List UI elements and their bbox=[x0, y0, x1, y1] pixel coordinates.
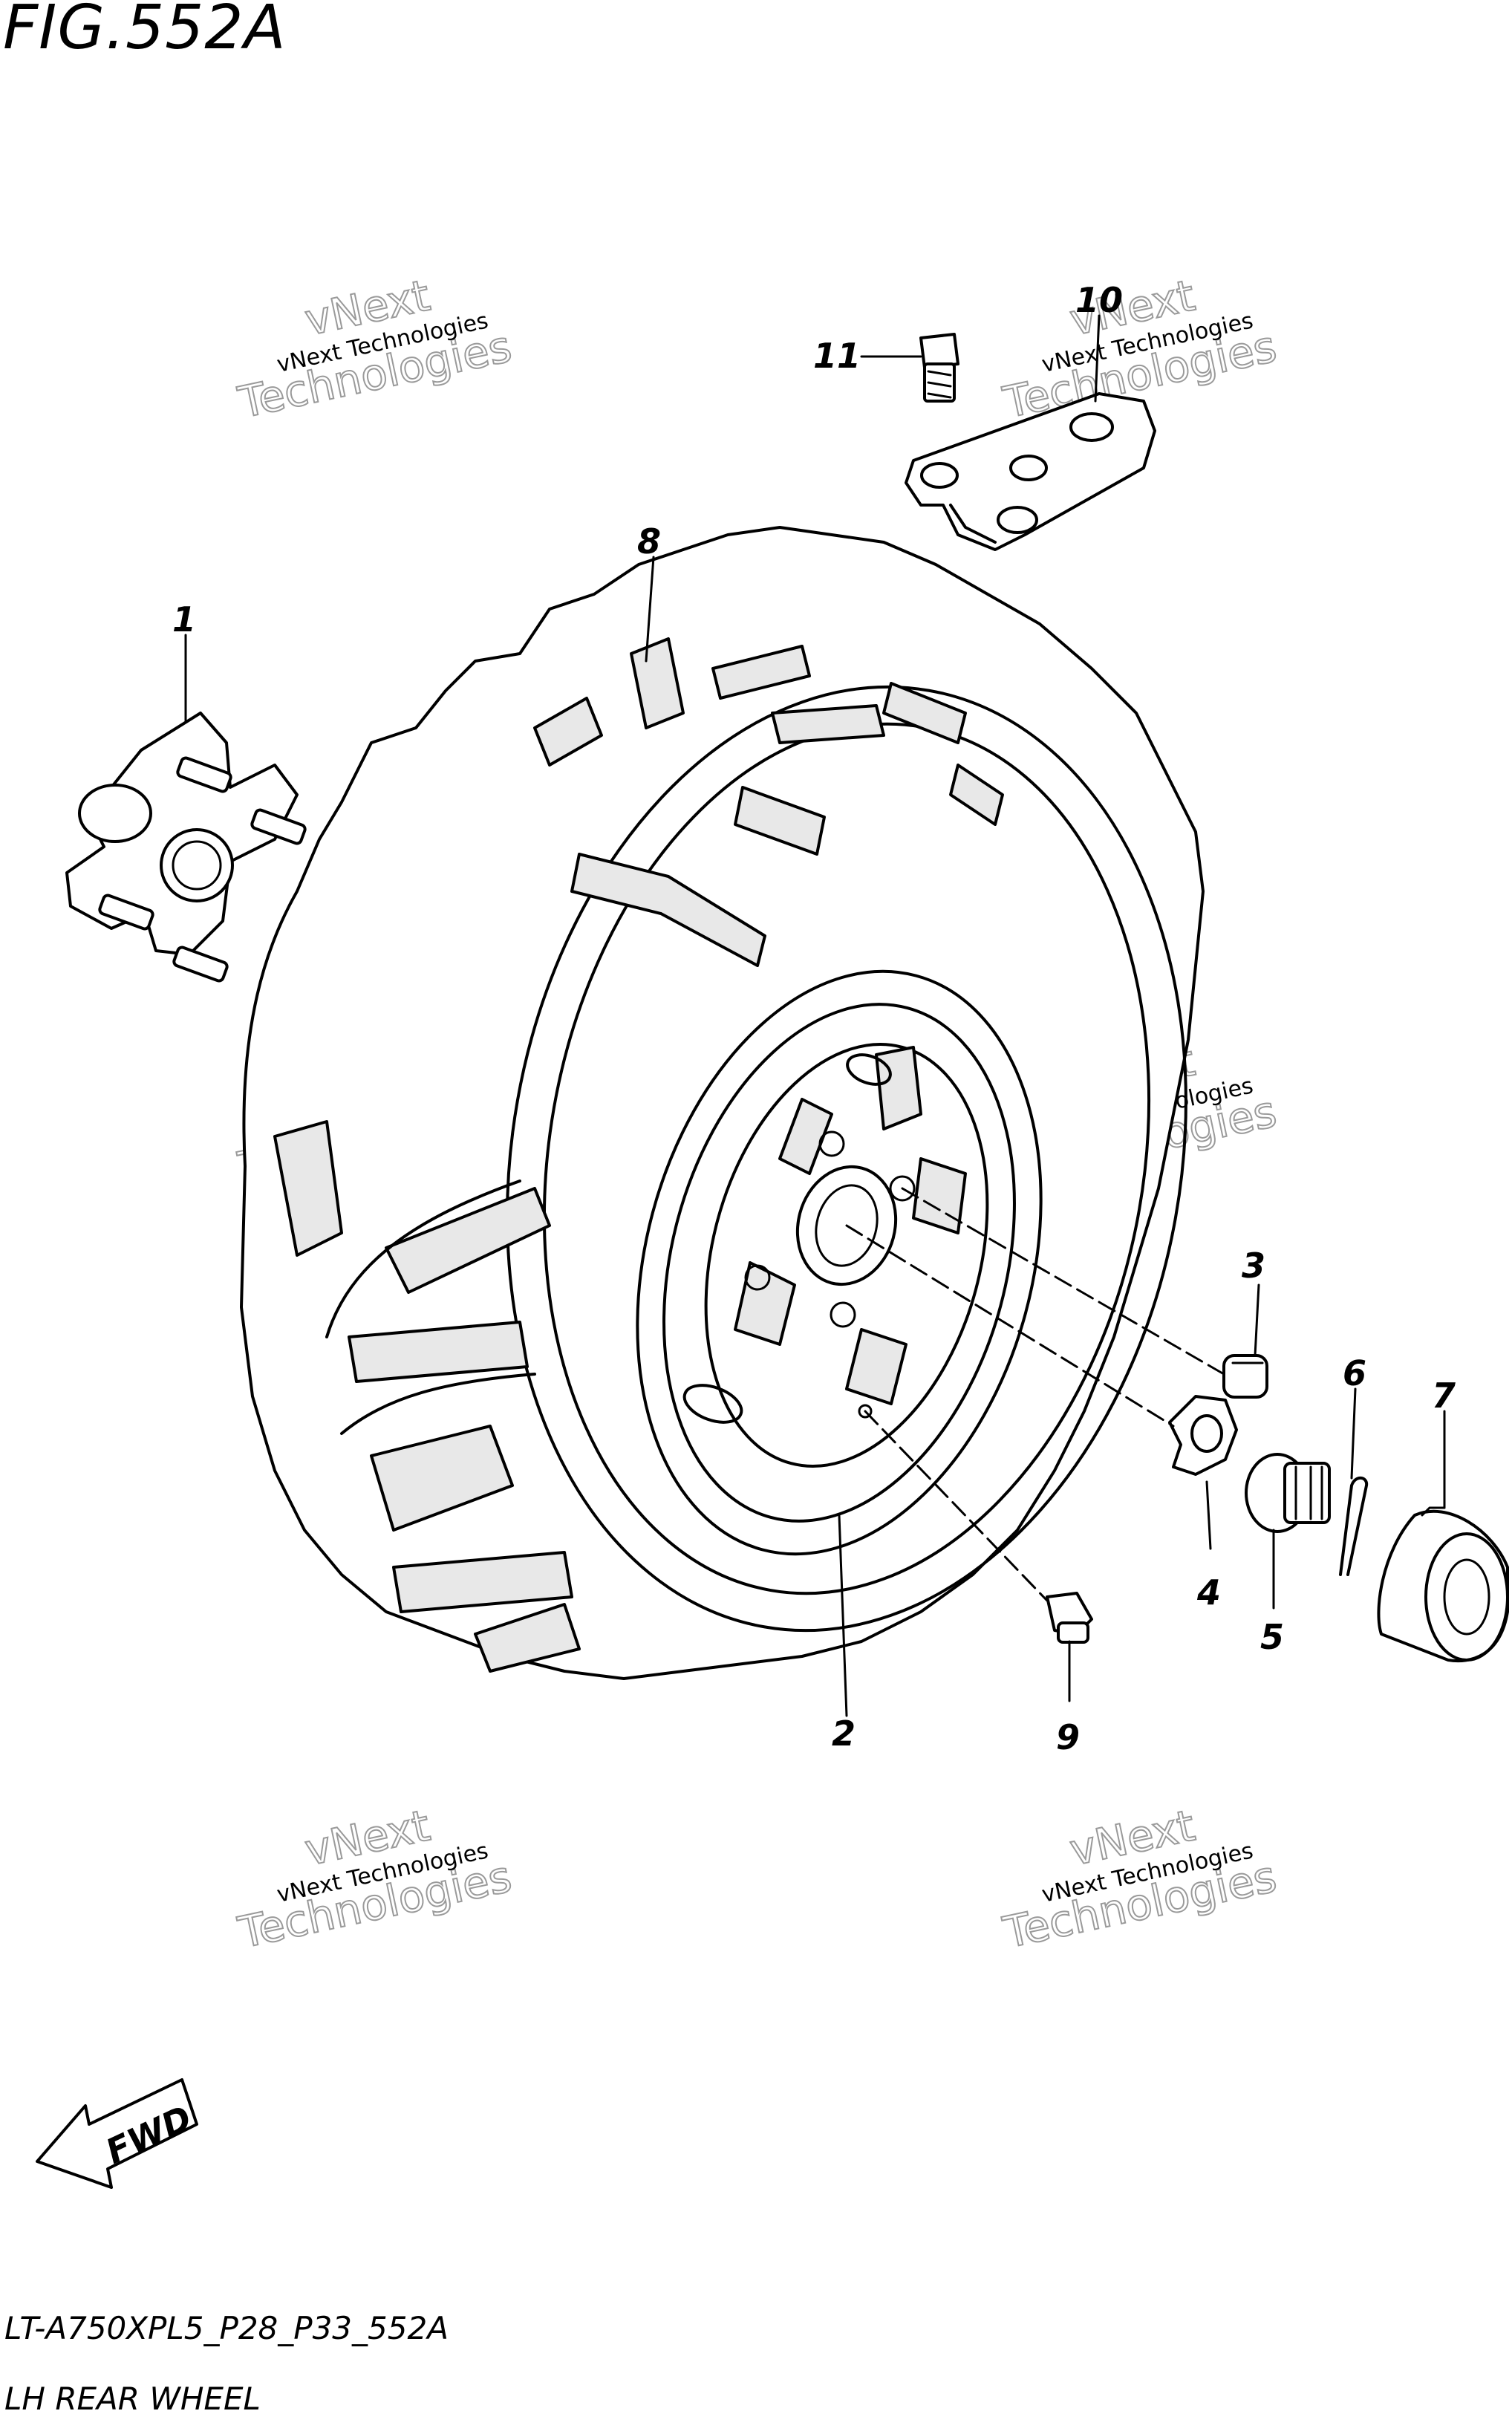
figure-title: FIG.552A bbox=[3, 0, 287, 63]
callout-2: 2 bbox=[832, 1714, 856, 1754]
valve-stem bbox=[1046, 1592, 1093, 1644]
bracket bbox=[905, 392, 1156, 551]
lug-nut bbox=[1222, 1354, 1268, 1399]
callout-3: 3 bbox=[1242, 1246, 1265, 1286]
callout-8: 8 bbox=[637, 521, 661, 562]
fwd-arrow-icon: FWD bbox=[36, 2078, 198, 2189]
hub-stud bbox=[250, 808, 307, 845]
leader-lines bbox=[184, 314, 1446, 1717]
bolt bbox=[919, 333, 959, 403]
watermark-top-right: vNext Technologies vNext Technologies bbox=[998, 269, 1282, 429]
hub-cap bbox=[1377, 1506, 1509, 1663]
cotter-pin bbox=[1339, 1476, 1369, 1576]
drawing-code: LT-A750XPL5_P28_P33_552A bbox=[4, 2310, 449, 2346]
callout-11: 11 bbox=[813, 336, 861, 376]
wheel-hub bbox=[65, 712, 307, 983]
callout-5: 5 bbox=[1260, 1617, 1284, 1657]
callout-10: 10 bbox=[1075, 280, 1123, 320]
hub-stud bbox=[172, 946, 229, 983]
watermark-top-left: vNext Technologies vNext Technologies bbox=[233, 269, 517, 429]
washer bbox=[1168, 1395, 1238, 1476]
callout-9: 9 bbox=[1056, 1717, 1080, 1757]
callout-6: 6 bbox=[1343, 1353, 1366, 1393]
hub-stud bbox=[176, 756, 232, 793]
watermark-bottom-left: vNext Technologies vNext Technologies bbox=[233, 1799, 517, 1959]
castle-nut bbox=[1245, 1453, 1331, 1533]
callout-4: 4 bbox=[1196, 1572, 1221, 1613]
callout-1: 1 bbox=[172, 599, 196, 640]
figure-name: LH REAR WHEEL bbox=[4, 2381, 261, 2417]
hub-stud bbox=[98, 894, 154, 931]
watermark-bottom-right: vNext Technologies vNext Technologies bbox=[998, 1799, 1282, 1959]
callout-7: 7 bbox=[1432, 1376, 1456, 1416]
